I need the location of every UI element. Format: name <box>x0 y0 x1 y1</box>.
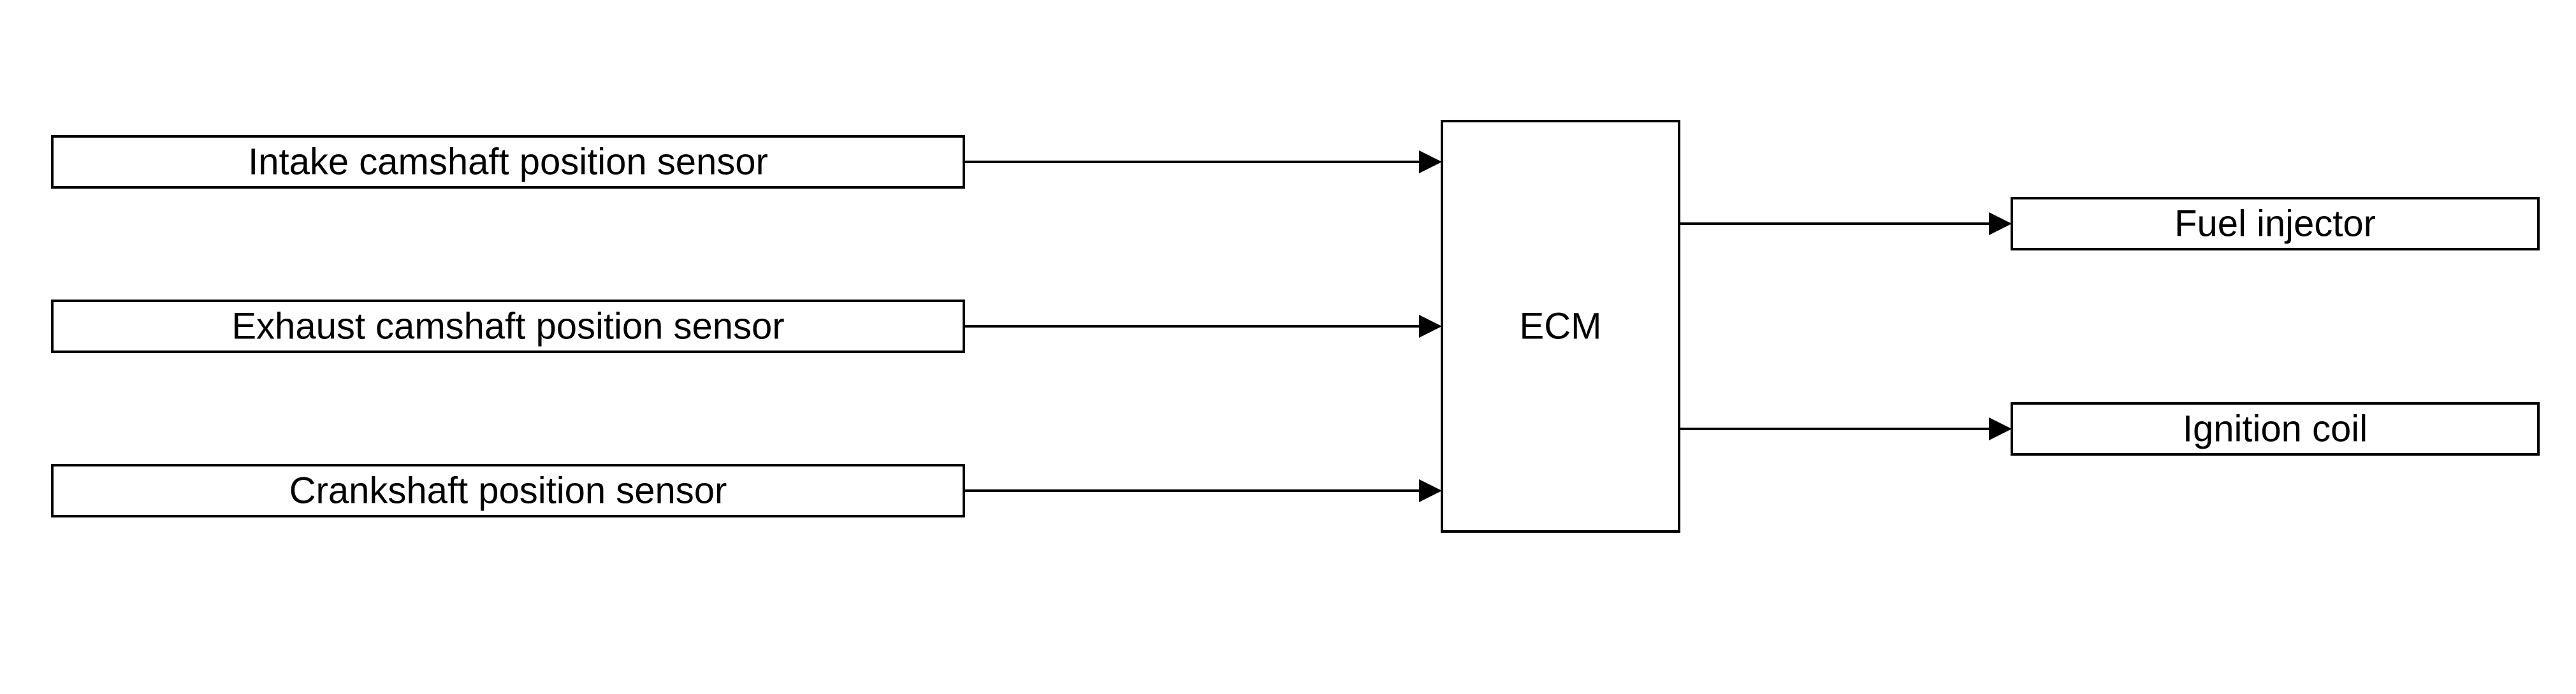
exhaust-sensor-to-ecm-arrow <box>964 315 1442 338</box>
intake-camshaft-sensor-label: Intake camshaft position sensor <box>248 141 768 183</box>
crankshaft-sensor-to-ecm-arrow <box>964 479 1442 502</box>
ecm-to-ignition-coil-arrow <box>1679 417 2012 440</box>
ecm-label: ECM <box>1520 306 1602 347</box>
intake-camshaft-sensor-box: Intake camshaft position sensor <box>51 135 965 189</box>
ecm-to-fuel-injector-arrow <box>1679 212 2012 235</box>
ignition-coil-box: Ignition coil <box>2011 402 2540 456</box>
exhaust-camshaft-sensor-label: Exhaust camshaft position sensor <box>231 306 784 347</box>
intake-sensor-to-ecm-arrow <box>964 150 1442 173</box>
ecm-box: ECM <box>1441 120 1680 533</box>
ignition-coil-label: Ignition coil <box>2183 408 2368 450</box>
crankshaft-sensor-box: Crankshaft position sensor <box>51 464 965 517</box>
fuel-injector-box: Fuel injector <box>2011 197 2540 250</box>
exhaust-camshaft-sensor-box: Exhaust camshaft position sensor <box>51 300 965 353</box>
fuel-injector-label: Fuel injector <box>2174 203 2376 245</box>
crankshaft-sensor-label: Crankshaft position sensor <box>289 470 727 512</box>
